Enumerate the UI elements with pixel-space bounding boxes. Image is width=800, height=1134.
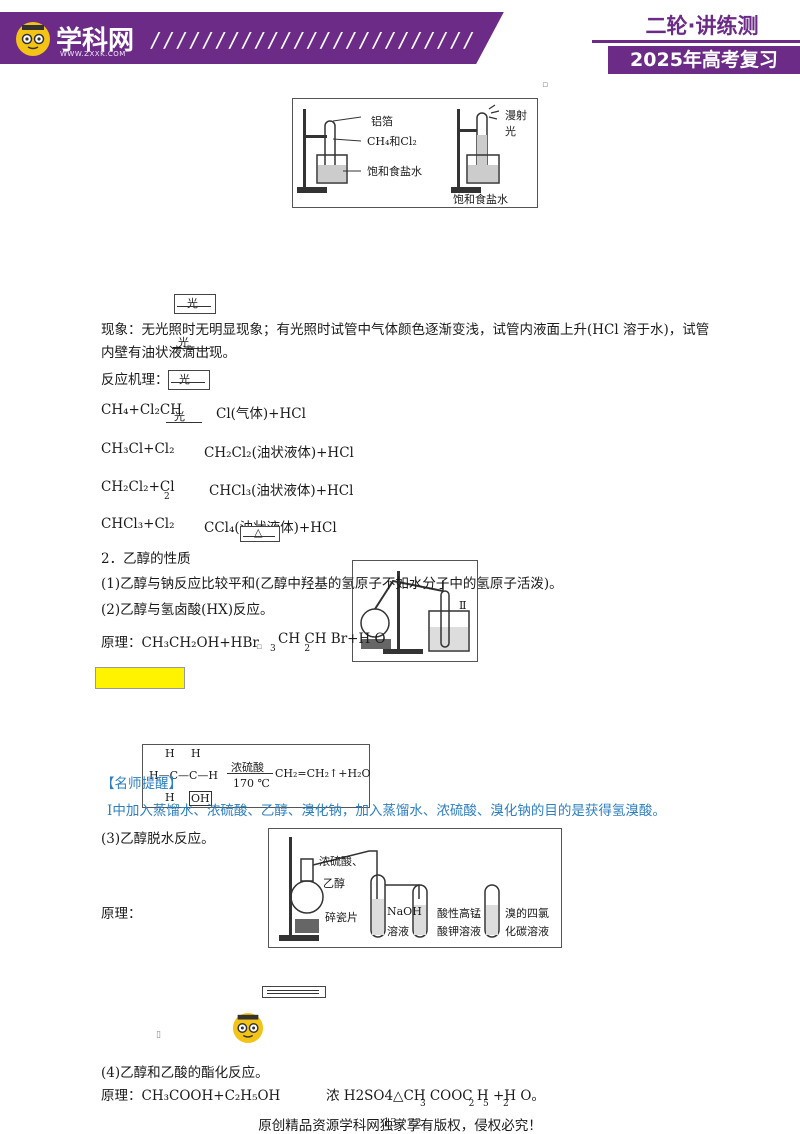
item-sodium-reaction: (1)乙醇与钠反应比较平和(乙醇中羟基的氢原子不如水分子中的氢原子活泼)。	[101, 576, 563, 592]
teacher-tip-text: Ⅰ中加入蒸馏水、浓硫酸、乙醇、溴化钠，加入蒸馏水、浓硫酸、溴化钠的目的是获得氢溴…	[107, 803, 666, 819]
item-dehydration: (3)乙醇脱水反应。	[101, 831, 215, 847]
logo-mascot-icon	[16, 22, 50, 56]
equilibrium-arrow-box	[262, 986, 326, 998]
principle-ester-sub: 3 2 5 2	[420, 1099, 509, 1109]
figure-methane-chlorination: 铝箔 CH₄和Cl₂ 饱和食盐水 漫射光 饱和食盐水	[292, 98, 538, 208]
fig3-bromine-2: 化碳溶液	[505, 925, 549, 938]
eq1-left: CH₄+Cl₂CH	[101, 402, 182, 418]
eq3-right: CHCl₃(油状液体)+HCl	[209, 483, 354, 499]
phenomenon-line-2: 内壁有油状液滴出现。	[101, 345, 236, 361]
principle-ester-left: 原理：CH₃COOH+C₂H₅OH	[101, 1088, 281, 1104]
eq3-left: CH₂Cl₂+Cl	[101, 479, 175, 495]
series-title: 二轮·讲练测	[645, 14, 759, 38]
eq2-left: CH₃Cl+Cl₂	[101, 441, 175, 457]
structural-formula-box: H H H—C—C—H H OH 浓硫酸 170 ℃ CH₂=CH₂↑+H₂O	[142, 744, 371, 808]
arrow-light-box-1: 光	[174, 294, 216, 314]
eq2-right: CH₂Cl₂(油状液体)+HCl	[204, 445, 354, 461]
principle-hx-sub: 3 2	[270, 644, 311, 654]
footer-copyright: 原创精品资源学科网独家享有版权，侵权必究！	[258, 1118, 542, 1134]
fig3-ethanol: 乙醇	[323, 877, 345, 890]
eq4-left: CHCl₃+Cl₂	[101, 516, 175, 532]
eq3-sub: 2	[164, 492, 170, 502]
arrow-light-4: 光	[166, 408, 202, 423]
label-light: 漫射光	[505, 109, 527, 138]
section-title-ethanol: 2．乙醇的性质	[101, 551, 191, 567]
highlight-block	[95, 667, 185, 689]
arrow-light-2: 光	[172, 334, 210, 349]
arrow-light-box-3: 光	[168, 370, 210, 390]
principle-label: 原理：	[101, 906, 142, 922]
fig3-naoh: NaOH	[387, 905, 422, 918]
fig3-kmno4-2: 酸钾溶液	[437, 925, 481, 938]
placeholder-icon-2: ▯	[156, 1030, 161, 1040]
label-brine-left: 饱和食盐水	[367, 165, 422, 178]
figure-dehydration-apparatus: 浓硫酸、 乙醇 碎瓷片 NaOH 溶液 酸性高锰 酸钾溶液 溴的四氯 化碳溶液	[268, 828, 562, 948]
page-number: 13 / 22	[383, 1116, 422, 1129]
mechanism-label: 反应机理：	[101, 372, 169, 388]
fig2-label: Ⅱ	[459, 599, 467, 612]
fig3-acid: 浓硫酸、	[319, 855, 363, 868]
header-divider	[592, 40, 800, 43]
label-brine-right: 饱和食盐水	[453, 193, 508, 206]
principle-ester-right: 浓 H2SO4△CH COOC H +H O。	[326, 1088, 545, 1104]
fig3-naoh-2: 溶液	[387, 925, 409, 938]
figure-hbr-apparatus: Ⅱ	[352, 560, 478, 662]
eq1-right: Cl(气体)+HCl	[216, 406, 306, 422]
arrow-delta-box: △	[240, 526, 280, 542]
placeholder-icon: ▫	[256, 642, 263, 652]
fig3-chips: 碎瓷片	[325, 911, 358, 924]
logo-url: WWW.ZXXK.COM	[60, 50, 126, 58]
fig3-bromine: 溴的四氯	[505, 907, 549, 920]
item-esterification: (4)乙醇和乙酸的酯化反应。	[101, 1065, 269, 1081]
principle-hx-left: 原理：CH₃CH₂OH+HBr	[101, 635, 259, 651]
teacher-tip-label: 【名师提醒】	[101, 776, 182, 792]
label-gas: CH₄和Cl₂	[367, 135, 417, 148]
year-title: 2025年高考复习	[608, 46, 800, 74]
principle-hx-right: CH CH Br+H O	[278, 631, 386, 647]
header-stripes: /////////////////////////	[150, 28, 477, 52]
phenomenon-line-1: 现象：无光照时无明显现象；有光照时试管中气体颜色逐渐变浅，试管内液面上升(HCl…	[101, 322, 710, 338]
mascot-icon	[232, 1012, 264, 1044]
item-hx-reaction: (2)乙醇与氢卤酸(HX)反应。	[101, 602, 274, 618]
logo-text: 学科网	[56, 26, 135, 56]
page-marker-icon: ▫	[542, 80, 549, 90]
header-banner	[0, 12, 462, 64]
fig3-kmno4: 酸性高锰	[437, 907, 481, 920]
label-foil: 铝箔	[371, 115, 393, 128]
